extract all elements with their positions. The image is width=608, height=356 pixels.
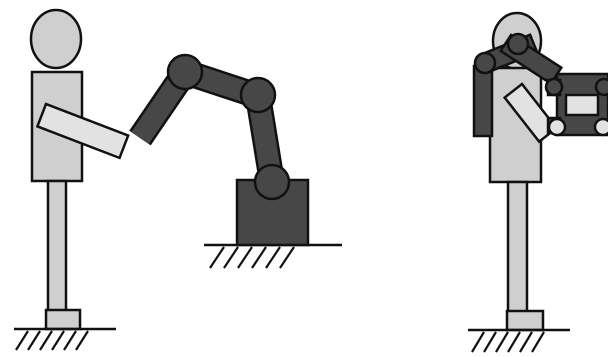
robot-joint-front-5 bbox=[594, 77, 608, 97]
robot-joint-front-1 bbox=[473, 51, 497, 75]
robot-joint-base bbox=[253, 163, 291, 201]
robot-joint-front-3 bbox=[544, 77, 564, 97]
robot-ground-side bbox=[204, 243, 342, 269]
human-leg-front bbox=[506, 180, 529, 314]
robot-upright-link bbox=[472, 64, 494, 138]
human-leg bbox=[46, 179, 68, 313]
human-foot-front bbox=[505, 309, 545, 332]
human-foot bbox=[44, 308, 82, 331]
human-head bbox=[29, 8, 83, 70]
human-ground-front bbox=[468, 328, 570, 353]
robot-arm-front bbox=[472, 32, 608, 138]
robot-joint-front-4 bbox=[547, 117, 567, 137]
robot-joint-wrist bbox=[166, 53, 204, 91]
robot-end-effector bbox=[544, 72, 608, 137]
side-view-panel bbox=[14, 8, 342, 351]
human-arm-front bbox=[502, 82, 559, 144]
robot-joint-elbow bbox=[239, 76, 277, 114]
human-arm bbox=[35, 102, 130, 160]
human-ground-side bbox=[14, 327, 116, 351]
human-figure-side bbox=[14, 8, 130, 351]
front-view-panel bbox=[468, 11, 608, 353]
robot-arm-side bbox=[129, 53, 342, 269]
robot-joint-front-2 bbox=[506, 32, 530, 56]
robot-joint-front-6 bbox=[593, 117, 608, 137]
